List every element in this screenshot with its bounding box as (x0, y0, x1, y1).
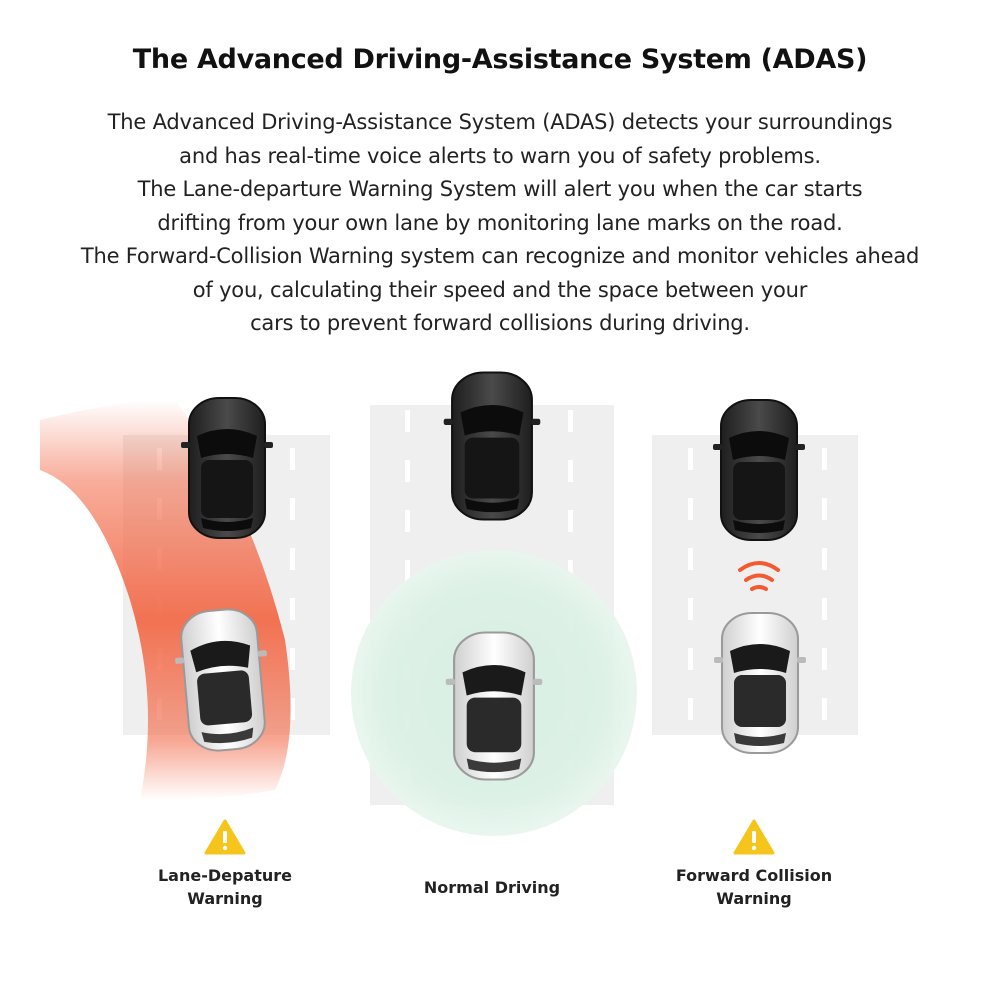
lane-departure-panel (40, 397, 330, 800)
description-line: The Forward-Collision Warning system can… (80, 244, 920, 268)
description-line: The Advanced Driving-Assistance System (… (107, 110, 893, 134)
lane-departure-label: Lane-Depature Warning (125, 864, 325, 910)
own-car (713, 612, 807, 754)
label-line: Warning (716, 889, 792, 908)
description-line: of you, calculating their speed and the … (192, 277, 808, 302)
warning-triangle-icon (733, 819, 775, 855)
label-line: Forward Collision (675, 866, 833, 885)
label-line: Lane-Depature (157, 866, 293, 885)
normal-driving-panel (351, 371, 637, 836)
forward-collision-panel (652, 399, 858, 754)
own-car (444, 631, 544, 781)
description-line: and has real-time voice alerts to warn y… (179, 143, 821, 168)
lead-car (180, 397, 274, 539)
lane-marks (688, 448, 827, 720)
warning-triangle-icon (204, 819, 246, 855)
label-line: Normal Driving (423, 878, 561, 897)
radar-waves-icon (738, 561, 780, 591)
description-line: The Lane-departure Warning System will a… (137, 177, 863, 201)
description-line: drifting from your own lane by monitorin… (157, 210, 843, 235)
lead-car (442, 371, 542, 521)
lead-car (712, 399, 806, 541)
label-line: Warning (187, 889, 263, 908)
normal-driving-label: Normal Driving (392, 876, 592, 899)
description: The Advanced Driving-Assistance System (… (30, 106, 970, 341)
description-line: cars to prevent forward collisions durin… (250, 311, 750, 335)
page-title: The Advanced Driving-Assistance System (… (132, 44, 868, 75)
forward-collision-label: Forward Collision Warning (654, 864, 854, 910)
